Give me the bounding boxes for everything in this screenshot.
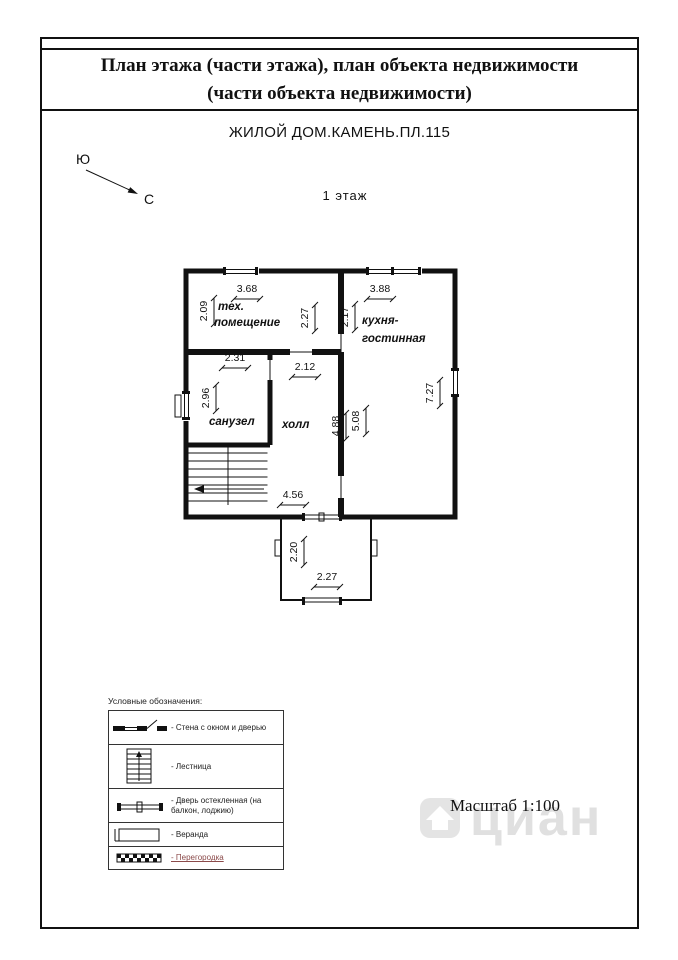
dim-4-56: 4.56 [283,489,304,501]
stairs-icon [109,747,171,787]
legend-row-glazed-door: - Дверь остекленная (на балкон, лоджию) [109,789,283,823]
compass-arrow-line [85,169,135,193]
room-label-bathroom: санузел [209,416,255,428]
dim-2-96: 2.96 [200,388,212,409]
compass-arrow-head-icon [127,187,138,194]
legend-label-veranda: - Веранда [171,829,209,839]
title-line-2: (части объекта недвижимости) [207,82,472,104]
scale-label: Масштаб 1:100 [449,796,561,815]
legend: Условные обозначения: - Стена с окном и … [108,696,284,870]
legend-label-glazed-door: - Дверь остекленная (на балкон, лоджию) [171,795,262,815]
dim-2-27-porch: 2.27 [317,571,338,583]
left-wall-window-icon [174,391,191,421]
compass: Ю С [76,151,154,207]
watermark-text: циан [470,789,603,847]
room-label-kitchen-line1: кухня- [362,315,399,327]
title-line-1: План этажа (части этажа), план объекта н… [100,54,579,76]
floor-plan-drawing: тех. помещение кухня- гостинная санузел … [174,266,460,605]
dim-2-31: 2.31 [225,352,246,364]
hall-porch-door-icon [302,512,342,522]
dim-2-09: 2.09 [198,301,210,322]
watermark-logo-icon [420,798,460,838]
legend-label-stairs: - Лестница [171,761,212,771]
room-labels: тех. помещение кухня- гостинная санузел … [209,301,426,431]
legend-header: Условные обозначения: [108,696,203,706]
porch-walls [274,517,378,605]
watermark: циан [418,788,602,848]
right-wall-window-icon [450,368,460,397]
glazed-door-icon [109,792,171,820]
legend-row-veranda: - Веранда [109,823,283,847]
stairs-direction-arrow-icon [194,485,204,493]
legend-row-partition: - Перегородка [109,847,283,869]
partition-icon [109,849,171,867]
dim-2-27-tech: 2.27 [299,308,311,329]
wall-window-door-icon [109,714,171,742]
room-label-hall: холл [281,419,309,431]
staircase-icon [188,447,268,505]
room-label-kitchen-line2: гостинная [362,333,426,345]
compass-south-label: Ю [76,151,90,167]
porch-right-window-icon [370,539,378,557]
dim-2-17: 2.17 [339,307,351,328]
dim-2-20: 2.20 [288,542,300,563]
object-subtitle: ЖИЛОЙ ДОМ.КАМЕНЬ.ПЛ.115 [228,124,451,141]
dim-2-12: 2.12 [295,361,316,373]
dimensions: 3.68 3.88 2.09 2.27 2.17 2.31 2.12 [198,283,444,591]
title-box: План этажа (части этажа), план объекта н… [40,48,639,111]
dim-5-08: 5.08 [350,411,362,432]
legend-row-wall-window-door: - Стена с окном и дверью [109,711,283,745]
top-right-window-icon [366,266,422,276]
top-left-window-icon [223,266,259,276]
dim-3-88: 3.88 [370,283,391,295]
legend-box: - Стена с окном и дверью - Лестница [108,710,284,870]
porch-left-window-icon [274,539,282,557]
dim-4-88: 4.88 [330,416,342,437]
floor-label: 1 этаж [322,188,368,203]
compass-north-label: С [144,191,154,207]
dim-3-68: 3.68 [237,283,258,295]
dim-7-27: 7.27 [424,383,436,404]
veranda-icon [109,824,171,846]
legend-label-partition: - Перегородка [171,853,224,863]
legend-label-wall-window-door: - Стена с окном и дверью [171,722,267,732]
room-label-tech-line2: помещение [214,317,281,329]
interior-partitions [186,271,344,517]
room-label-tech-line1: тех. [218,301,244,313]
legend-row-stairs: - Лестница [109,745,283,789]
